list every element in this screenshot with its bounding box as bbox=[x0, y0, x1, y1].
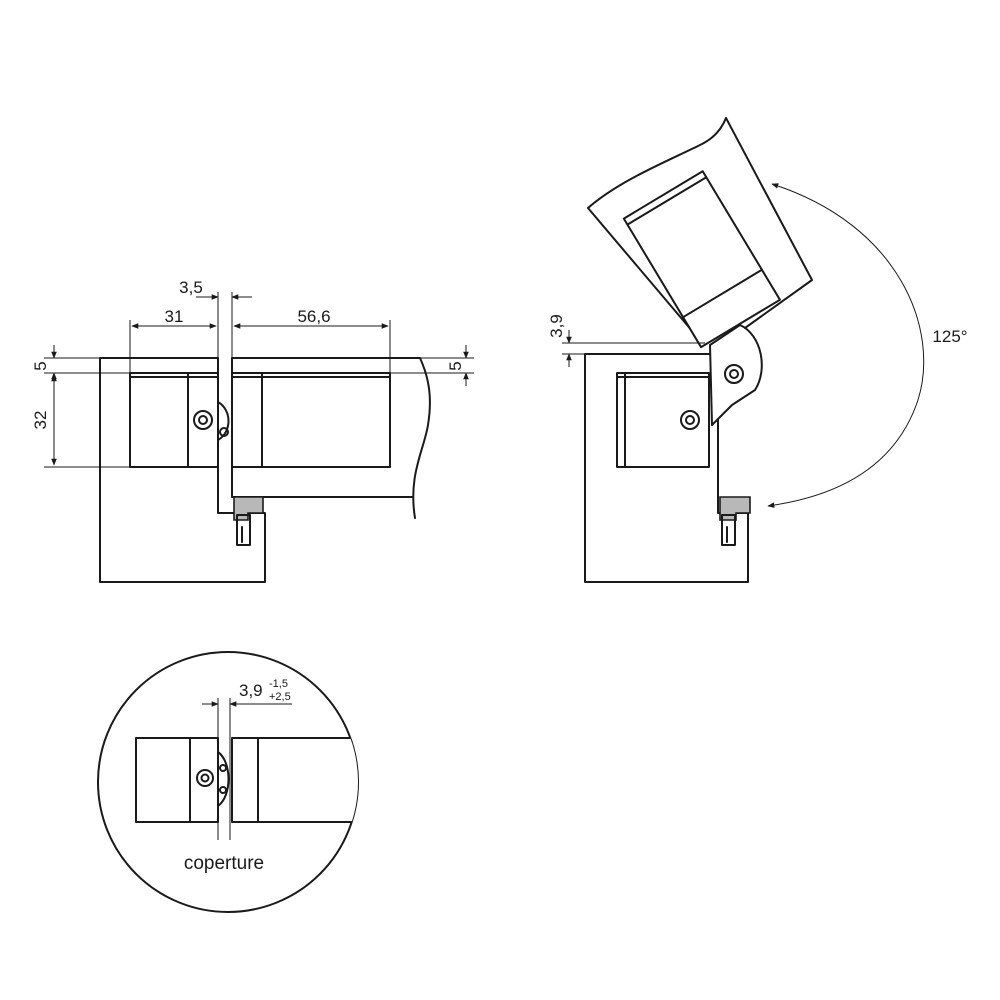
dim-detail-base: 3,9 bbox=[239, 681, 263, 700]
detail-view: 3,9 -1,5 +2,5 coperture bbox=[97, 651, 359, 913]
hinge-fixed-body bbox=[616, 372, 710, 468]
pivot-icon bbox=[724, 364, 744, 384]
dim-width-right: 56,6 bbox=[297, 307, 330, 326]
dim-detail-tol-minus: -1,5 bbox=[269, 678, 288, 690]
dim-detail-tol-plus: +2,5 bbox=[269, 691, 291, 703]
dim-height: 32 bbox=[31, 411, 50, 430]
angle-arc bbox=[767, 183, 925, 508]
screw-icon bbox=[193, 410, 213, 430]
detail-caption: coperture bbox=[184, 853, 264, 874]
open-hinge-view: 3,9 125° bbox=[547, 117, 968, 583]
screw-icon bbox=[680, 410, 700, 430]
hinge-left-body bbox=[129, 372, 219, 468]
gasket bbox=[233, 496, 264, 521]
closed-hinge-view: 3,5 31 56,6 5 32 5 bbox=[31, 278, 474, 583]
dim-offset-left: 5 bbox=[31, 361, 50, 370]
dim-width-left: 31 bbox=[165, 307, 184, 326]
rotated-door-panel bbox=[587, 117, 727, 209]
dim-gap-top: 3,5 bbox=[179, 278, 203, 297]
dim-offset-open: 3,9 bbox=[547, 314, 566, 338]
hinge-right-body bbox=[231, 372, 391, 468]
dim-offset-right: 5 bbox=[446, 361, 465, 370]
dim-angle: 125° bbox=[932, 327, 967, 346]
right-panel bbox=[231, 357, 431, 519]
screw-icon bbox=[196, 769, 214, 787]
